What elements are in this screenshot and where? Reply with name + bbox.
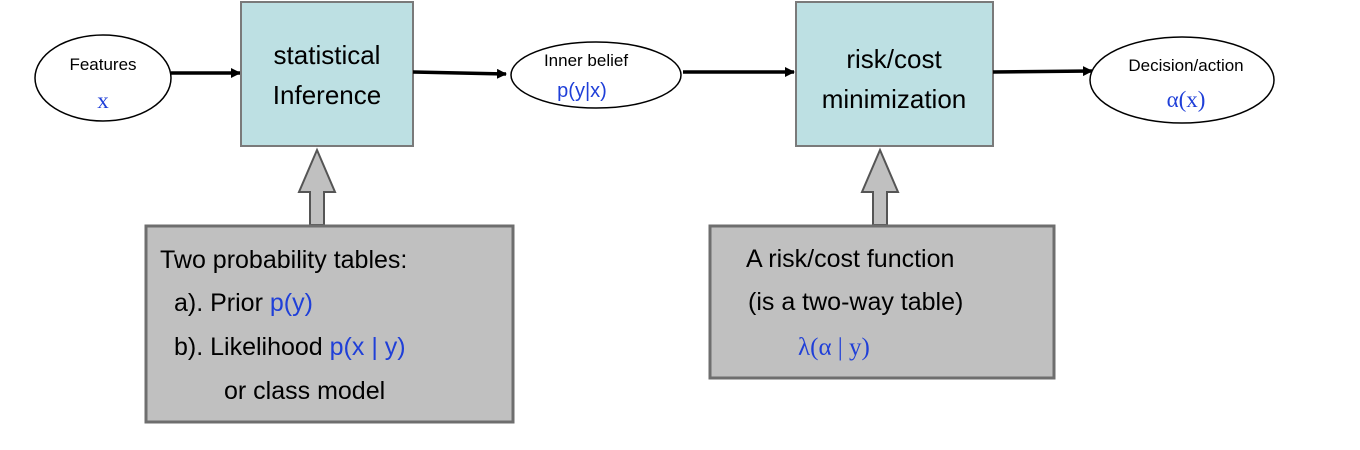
prob-tables-class-model: or class model	[224, 377, 385, 405]
features-label: Features	[69, 55, 136, 74]
belief-variable: p(y|x)	[557, 80, 607, 102]
inference-line1: statistical	[274, 40, 381, 70]
features-variable: x	[97, 88, 109, 113]
up-arrow-to-inference	[297, 147, 337, 226]
risk-minimization-box: risk/cost minimization	[795, 1, 994, 147]
prob-tables-prior: a). Prior p(y)	[174, 289, 313, 317]
risk-min-line2: minimization	[822, 84, 967, 114]
features-node: Features x	[34, 34, 172, 122]
prob-tables-likelihood: b). Likelihood p(x | y)	[174, 333, 406, 361]
prob-tables-heading: Two probability tables:	[160, 246, 407, 274]
arrow-risk-to-decision	[992, 66, 1093, 77]
arrow-inference-to-belief	[412, 68, 507, 79]
inner-belief-node: Inner belief p(y|x)	[510, 41, 682, 109]
probability-tables-box: Two probability tables: a). Prior p(y) b…	[144, 224, 515, 424]
risk-function-line2: (is a two-way table)	[748, 288, 963, 316]
decision-label: Decision/action	[1128, 56, 1243, 75]
risk-min-line1: risk/cost	[846, 44, 942, 74]
belief-label: Inner belief	[544, 51, 628, 70]
decision-variable: α(x)	[1167, 87, 1206, 112]
risk-function-variable: λ(α | y)	[798, 334, 870, 361]
statistical-inference-box: statistical Inference	[240, 1, 414, 147]
inference-line2: Inference	[273, 80, 381, 110]
risk-function-box: A risk/cost function (is a two-way table…	[708, 224, 1056, 380]
risk-function-line1: A risk/cost function	[746, 245, 954, 273]
decision-node: Decision/action α(x)	[1089, 36, 1275, 124]
up-arrow-to-risk	[860, 147, 900, 226]
